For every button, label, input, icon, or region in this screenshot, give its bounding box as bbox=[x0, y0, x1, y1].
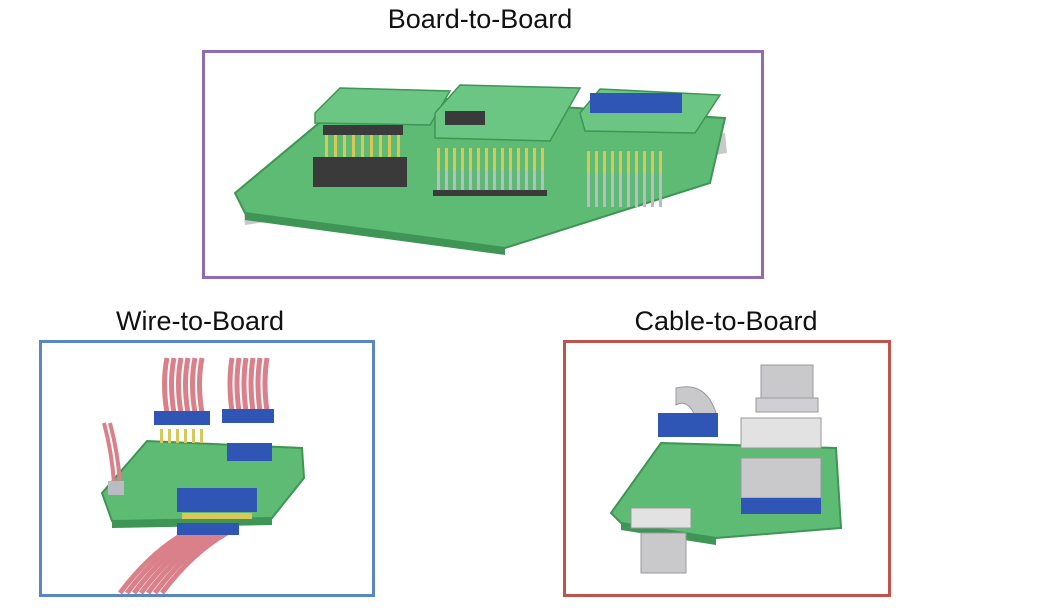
wire-housing-left bbox=[154, 411, 210, 425]
wire-bundle-right bbox=[227, 357, 270, 412]
ribbon-cable-bottom bbox=[640, 532, 687, 574]
left-male-header bbox=[323, 125, 403, 135]
right-silver-pins bbox=[587, 173, 662, 207]
wire-gold-pins bbox=[160, 429, 203, 443]
cable-to-board-title: Cable-to-Board bbox=[634, 306, 818, 336]
shrouded-header bbox=[740, 417, 822, 449]
right-gold-pins bbox=[587, 151, 662, 173]
wire-to-board-illustration bbox=[100, 357, 306, 594]
cable-to-board-illustration bbox=[609, 364, 843, 574]
left-gold-pins bbox=[325, 135, 400, 157]
middle-small-header bbox=[445, 111, 485, 125]
wire-housing-right bbox=[222, 409, 274, 423]
wire-bottom-connector bbox=[177, 488, 257, 512]
wire-to-board-frame bbox=[39, 340, 375, 597]
board-to-board-title: Board-to-Board bbox=[387, 4, 573, 34]
cable-to-board-frame bbox=[563, 340, 891, 597]
wire-bundle-bottom bbox=[118, 530, 229, 594]
wire-single-left bbox=[102, 422, 122, 484]
board-to-board-frame bbox=[202, 50, 764, 279]
bottom-shroud bbox=[630, 507, 692, 529]
wire-bundle-left bbox=[162, 357, 205, 414]
top-board-left bbox=[314, 87, 452, 126]
left-female-socket bbox=[313, 157, 407, 187]
middle-gold-pins bbox=[437, 148, 544, 170]
middle-silver-pins bbox=[437, 170, 544, 194]
wire-header-blue bbox=[227, 443, 272, 461]
board-to-board-illustration bbox=[233, 84, 727, 255]
ribbon-connector-blue bbox=[658, 413, 718, 437]
wire-to-board-title: Wire-to-Board bbox=[115, 306, 285, 336]
large-gray-connector bbox=[740, 457, 822, 499]
right-blue-connector bbox=[590, 93, 682, 113]
top-board-middle bbox=[434, 84, 582, 142]
